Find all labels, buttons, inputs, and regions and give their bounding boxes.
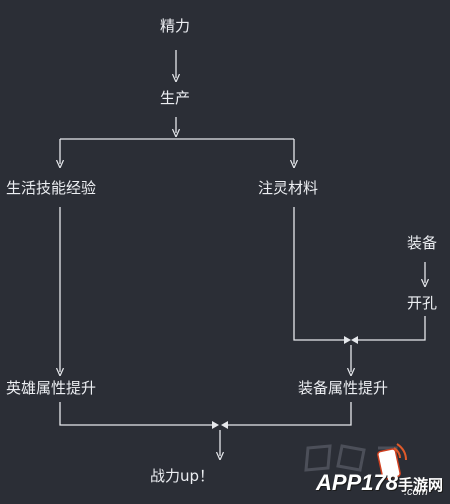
join-arrow-right — [351, 336, 358, 344]
watermark-brand-suffix: 手游网 — [397, 477, 443, 494]
line-zhuling-to-join — [293, 207, 344, 341]
watermark-brand-name: APP178 — [316, 470, 398, 495]
node-zhuangbei-shuxing: 装备属性提升 — [298, 379, 389, 397]
node-zhuangbei: 装备 — [407, 234, 438, 252]
watermark-site: .com — [404, 486, 428, 498]
node-shenghuo-jineng: 生活技能经验 — [6, 179, 97, 197]
node-yingxiong-shuxing: 英雄属性提升 — [6, 379, 97, 397]
node-zhanli: 战力up！ — [150, 467, 215, 485]
node-kaikong: 开孔 — [407, 294, 438, 312]
watermark-brand: APP178手游网 — [316, 470, 443, 496]
line-yingxiong-to-final — [59, 402, 212, 426]
line-zhuangbei-shuxing-to-final — [228, 402, 352, 426]
final-arrow-right — [221, 421, 228, 429]
join-arrow-left — [344, 336, 351, 344]
node-jingli: 精力 — [160, 17, 191, 35]
watermark-graphic — [304, 443, 407, 480]
final-arrow-left — [212, 421, 219, 429]
node-shengchan: 生产 — [160, 89, 191, 107]
line-kaikong-to-join — [358, 316, 426, 341]
watermark-logo: APP178手游网 .com — [268, 440, 450, 504]
node-zhuling-cailiao: 注灵材料 — [258, 179, 319, 197]
